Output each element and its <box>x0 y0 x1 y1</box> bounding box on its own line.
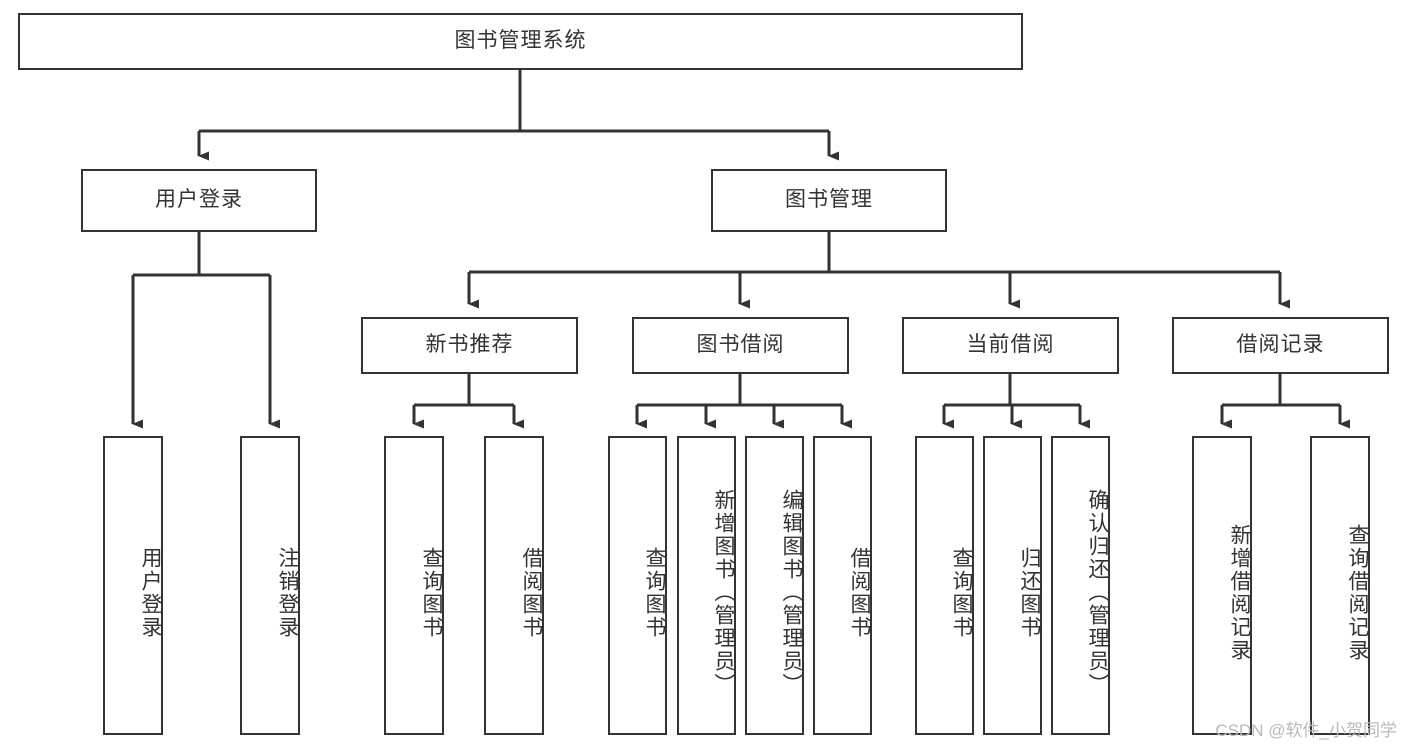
node-leaf-borrow-book-2[interactable]: 借阅图书 <box>813 436 872 735</box>
node-leaf-borrow-book-2-label: 借阅图书 <box>848 546 871 639</box>
node-current-borrow-label: 当前借阅 <box>966 333 1055 357</box>
node-leaf-confirm-return[interactable]: 确认归还（管理员） <box>1051 436 1110 735</box>
node-leaf-query-book-2-label: 查询图书 <box>643 546 666 639</box>
node-leaf-return-book-label: 归还图书 <box>1018 546 1041 639</box>
node-book-manage-label: 图书管理 <box>785 188 873 212</box>
node-leaf-logout[interactable]: 注销登录 <box>240 436 300 735</box>
node-root-label: 图书管理系统 <box>454 29 587 53</box>
node-user-login[interactable]: 用户登录 <box>81 169 317 232</box>
node-borrow-record[interactable]: 借阅记录 <box>1172 317 1389 374</box>
node-user-login-label: 用户登录 <box>155 188 243 212</box>
node-leaf-user-login-label: 用户登录 <box>139 546 162 639</box>
node-book-manage[interactable]: 图书管理 <box>711 169 947 232</box>
node-new-book-recommend-label: 新书推荐 <box>425 333 514 357</box>
node-root[interactable]: 图书管理系统 <box>18 13 1023 70</box>
node-leaf-query-book-3-label: 查询图书 <box>950 546 973 639</box>
node-leaf-logout-label: 注销登录 <box>276 546 299 639</box>
node-leaf-add-book-label: 新增图书（管理员） <box>712 489 735 696</box>
node-leaf-user-login[interactable]: 用户登录 <box>103 436 163 735</box>
node-current-borrow[interactable]: 当前借阅 <box>902 317 1119 374</box>
node-leaf-add-book[interactable]: 新增图书（管理员） <box>677 436 736 735</box>
node-book-borrow[interactable]: 图书借阅 <box>632 317 849 374</box>
node-leaf-query-record-label: 查询借阅记录 <box>1346 523 1369 662</box>
node-leaf-confirm-return-label: 确认归还（管理员） <box>1086 489 1109 696</box>
node-leaf-edit-book[interactable]: 编辑图书（管理员） <box>745 436 804 735</box>
node-leaf-add-record-label: 新增借阅记录 <box>1228 523 1251 662</box>
csdn-watermark: CSDN @软件_小贺同学 <box>1215 721 1397 740</box>
node-leaf-query-book-2[interactable]: 查询图书 <box>608 436 667 735</box>
node-book-borrow-label: 图书借阅 <box>696 333 785 357</box>
node-leaf-query-book-1-label: 查询图书 <box>420 546 443 639</box>
node-borrow-record-label: 借阅记录 <box>1236 333 1325 357</box>
node-leaf-borrow-book-1-label: 借阅图书 <box>520 546 543 639</box>
node-new-book-recommend[interactable]: 新书推荐 <box>361 317 578 374</box>
node-leaf-borrow-book-1[interactable]: 借阅图书 <box>484 436 544 735</box>
node-leaf-edit-book-label: 编辑图书（管理员） <box>780 489 803 696</box>
node-leaf-return-book[interactable]: 归还图书 <box>983 436 1042 735</box>
node-leaf-query-book-3[interactable]: 查询图书 <box>915 436 974 735</box>
node-leaf-add-record[interactable]: 新增借阅记录 <box>1192 436 1252 735</box>
node-leaf-query-record[interactable]: 查询借阅记录 <box>1310 436 1370 735</box>
node-leaf-query-book-1[interactable]: 查询图书 <box>384 436 444 735</box>
